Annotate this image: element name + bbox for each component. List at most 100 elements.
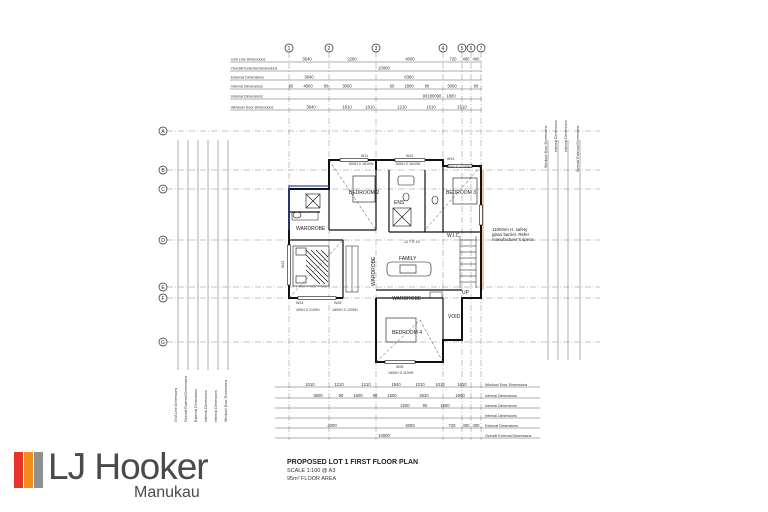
svg-text:2620: 2620: [419, 393, 429, 398]
svg-text:External Dimensions: External Dimensions: [231, 76, 264, 80]
svg-text:1610: 1610: [457, 382, 467, 387]
staircase: [459, 236, 477, 288]
svg-text:W12: W12: [406, 154, 413, 158]
grid-bubble-a: A: [158, 126, 168, 136]
svg-text:Internal Dimensions: Internal Dimensions: [231, 95, 263, 99]
svg-text:W.I.C: W.I.C: [447, 233, 460, 239]
svg-text:1500: 1500: [353, 393, 363, 398]
svg-text:Overall/ External Dimensions: Overall/ External Dimensions: [576, 125, 580, 172]
svg-text:400H X 2100H: 400H X 2100H: [296, 308, 320, 312]
svg-text:Window/ Door Dimensions: Window/ Door Dimensions: [231, 106, 274, 110]
svg-text:3000: 3000: [342, 84, 352, 89]
svg-text:W21: W21: [281, 261, 285, 268]
title-block: PROPOSED LOT 1 FIRST FLOOR PLAN SCALE 1:…: [287, 459, 487, 482]
balustrade-note: 1100mm H. safety glass barrier. Refer ma…: [492, 227, 534, 242]
horizontal-grid-lines: [167, 130, 600, 343]
svg-text:90: 90: [423, 94, 428, 99]
right-dimension-row-labels: Window/ Door Dimensions Internal Dimensi…: [544, 120, 580, 172]
grid-bubble-6: 6: [466, 43, 476, 53]
svg-text:D: D: [161, 238, 165, 244]
svg-text:Overall/ External Dimensions: Overall/ External Dimensions: [231, 67, 278, 71]
svg-text:4000: 4000: [405, 423, 415, 428]
svg-text:BEDROOM 2: BEDROOM 2: [349, 190, 379, 196]
svg-text:600H X 1210W: 600H X 1210W: [446, 165, 471, 169]
svg-text:400: 400: [473, 57, 481, 62]
svg-text:4000: 4000: [405, 57, 415, 62]
bed-bedroom-1: [292, 245, 330, 287]
svg-text:WARDROBE: WARDROBE: [392, 296, 422, 302]
grid-bubble-1: 1: [284, 43, 294, 53]
svg-text:1800H X 1100H: 1800H X 1100H: [388, 371, 414, 375]
beds: [292, 175, 478, 343]
svg-text:1010: 1010: [415, 382, 425, 387]
svg-text:Grid Line Dimensions: Grid Line Dimensions: [231, 58, 266, 62]
svg-text:Window/ Door Dimensions: Window/ Door Dimensions: [485, 383, 528, 387]
svg-text:1: 1: [288, 46, 291, 52]
svg-text:400: 400: [463, 57, 471, 62]
window-tags: W11 600H X 1810W W12 600H X 1610W W13 60…: [281, 154, 471, 375]
grid-bubble-e: E: [158, 282, 168, 292]
svg-text:90: 90: [339, 393, 344, 398]
svg-text:90: 90: [373, 393, 378, 398]
svg-text:F: F: [161, 296, 164, 302]
left-dimension-row-labels: Grid Line Dimensions Overall/ External D…: [174, 375, 228, 422]
bathroom-fixtures: [292, 175, 439, 227]
left-grid-bubbles: A B C D E F G: [158, 126, 168, 347]
svg-text:External Dimensions: External Dimensions: [485, 424, 518, 428]
svg-text:3640: 3640: [302, 57, 312, 62]
svg-text:2: 2: [328, 46, 331, 52]
bottom-dimension-lines: [275, 386, 540, 439]
svg-text:Internal Dimensions: Internal Dimensions: [564, 120, 568, 152]
svg-text:W26: W26: [334, 301, 341, 305]
brand-bar-grey: [34, 452, 43, 488]
svg-text:10000: 10000: [378, 433, 390, 438]
svg-text:1800: 1800: [440, 403, 450, 408]
svg-text:VOID: VOID: [448, 314, 461, 320]
svg-text:1800: 1800: [446, 94, 456, 99]
svg-text:W28: W28: [396, 365, 403, 369]
bottom-dimension-row-labels: Window/ Door Dimensions Internal Dimensi…: [485, 383, 532, 438]
svg-text:1610: 1610: [365, 105, 375, 110]
svg-text:1210: 1210: [397, 105, 407, 110]
svg-text:3: 3: [375, 46, 378, 52]
svg-text:Internal Dimensions: Internal Dimensions: [214, 390, 218, 422]
svg-text:C: C: [161, 187, 165, 193]
svg-text:1610: 1610: [426, 105, 436, 110]
svg-text:1840: 1840: [391, 382, 401, 387]
svg-text:3600: 3600: [313, 393, 323, 398]
right-dimension-lines: [547, 140, 581, 360]
svg-text:Overall/ External Dimensions: Overall/ External Dimensions: [184, 375, 188, 422]
grid-bubble-7: 7: [476, 43, 486, 53]
svg-text:90: 90: [324, 84, 329, 89]
top-dimension-row-labels: Grid Line Dimensions Overall/ External D…: [231, 58, 278, 110]
svg-text:90: 90: [425, 84, 430, 89]
svg-text:720: 720: [450, 57, 458, 62]
svg-text:ENS: ENS: [394, 200, 405, 206]
svg-text:6: 6: [470, 46, 473, 52]
svg-text:90: 90: [289, 84, 294, 89]
vertical-grid-lines: [288, 52, 482, 440]
svg-text:3000: 3000: [447, 84, 457, 89]
svg-text:2200: 2200: [400, 403, 410, 408]
svg-text:720: 720: [449, 423, 457, 428]
svg-text:Grid Line Dimensions: Grid Line Dimensions: [174, 387, 178, 422]
brand-bar-orange: [24, 452, 33, 488]
svg-text:1810: 1810: [342, 105, 352, 110]
room-labels: BEDROOM 2 BEDROOM 3 BEDROOM 4 WARDROBE W…: [296, 190, 476, 336]
top-dimension-values: 3640 2260 4000 720 400 400 10000 3640 63…: [289, 57, 480, 110]
grid-bubble-b: B: [158, 165, 168, 175]
svg-text:1010: 1010: [435, 382, 445, 387]
svg-text:1210: 1210: [334, 382, 344, 387]
brand-subtitle: Manukau: [134, 484, 200, 501]
svg-text:Internal Dimensions: Internal Dimensions: [485, 414, 517, 418]
grid-bubble-4: 4: [438, 43, 448, 53]
family-furniture: [386, 261, 432, 277]
plan-floor-area: 95m² FLOOR AREA: [287, 476, 337, 482]
svg-text:90: 90: [437, 94, 442, 99]
svg-text:4800: 4800: [303, 84, 313, 89]
brand-mark: [14, 452, 46, 488]
grid-bubble-f: F: [158, 293, 168, 303]
svg-text:UP: UP: [462, 290, 470, 296]
grid-bubble-g: G: [158, 337, 168, 347]
svg-text:90: 90: [390, 84, 395, 89]
